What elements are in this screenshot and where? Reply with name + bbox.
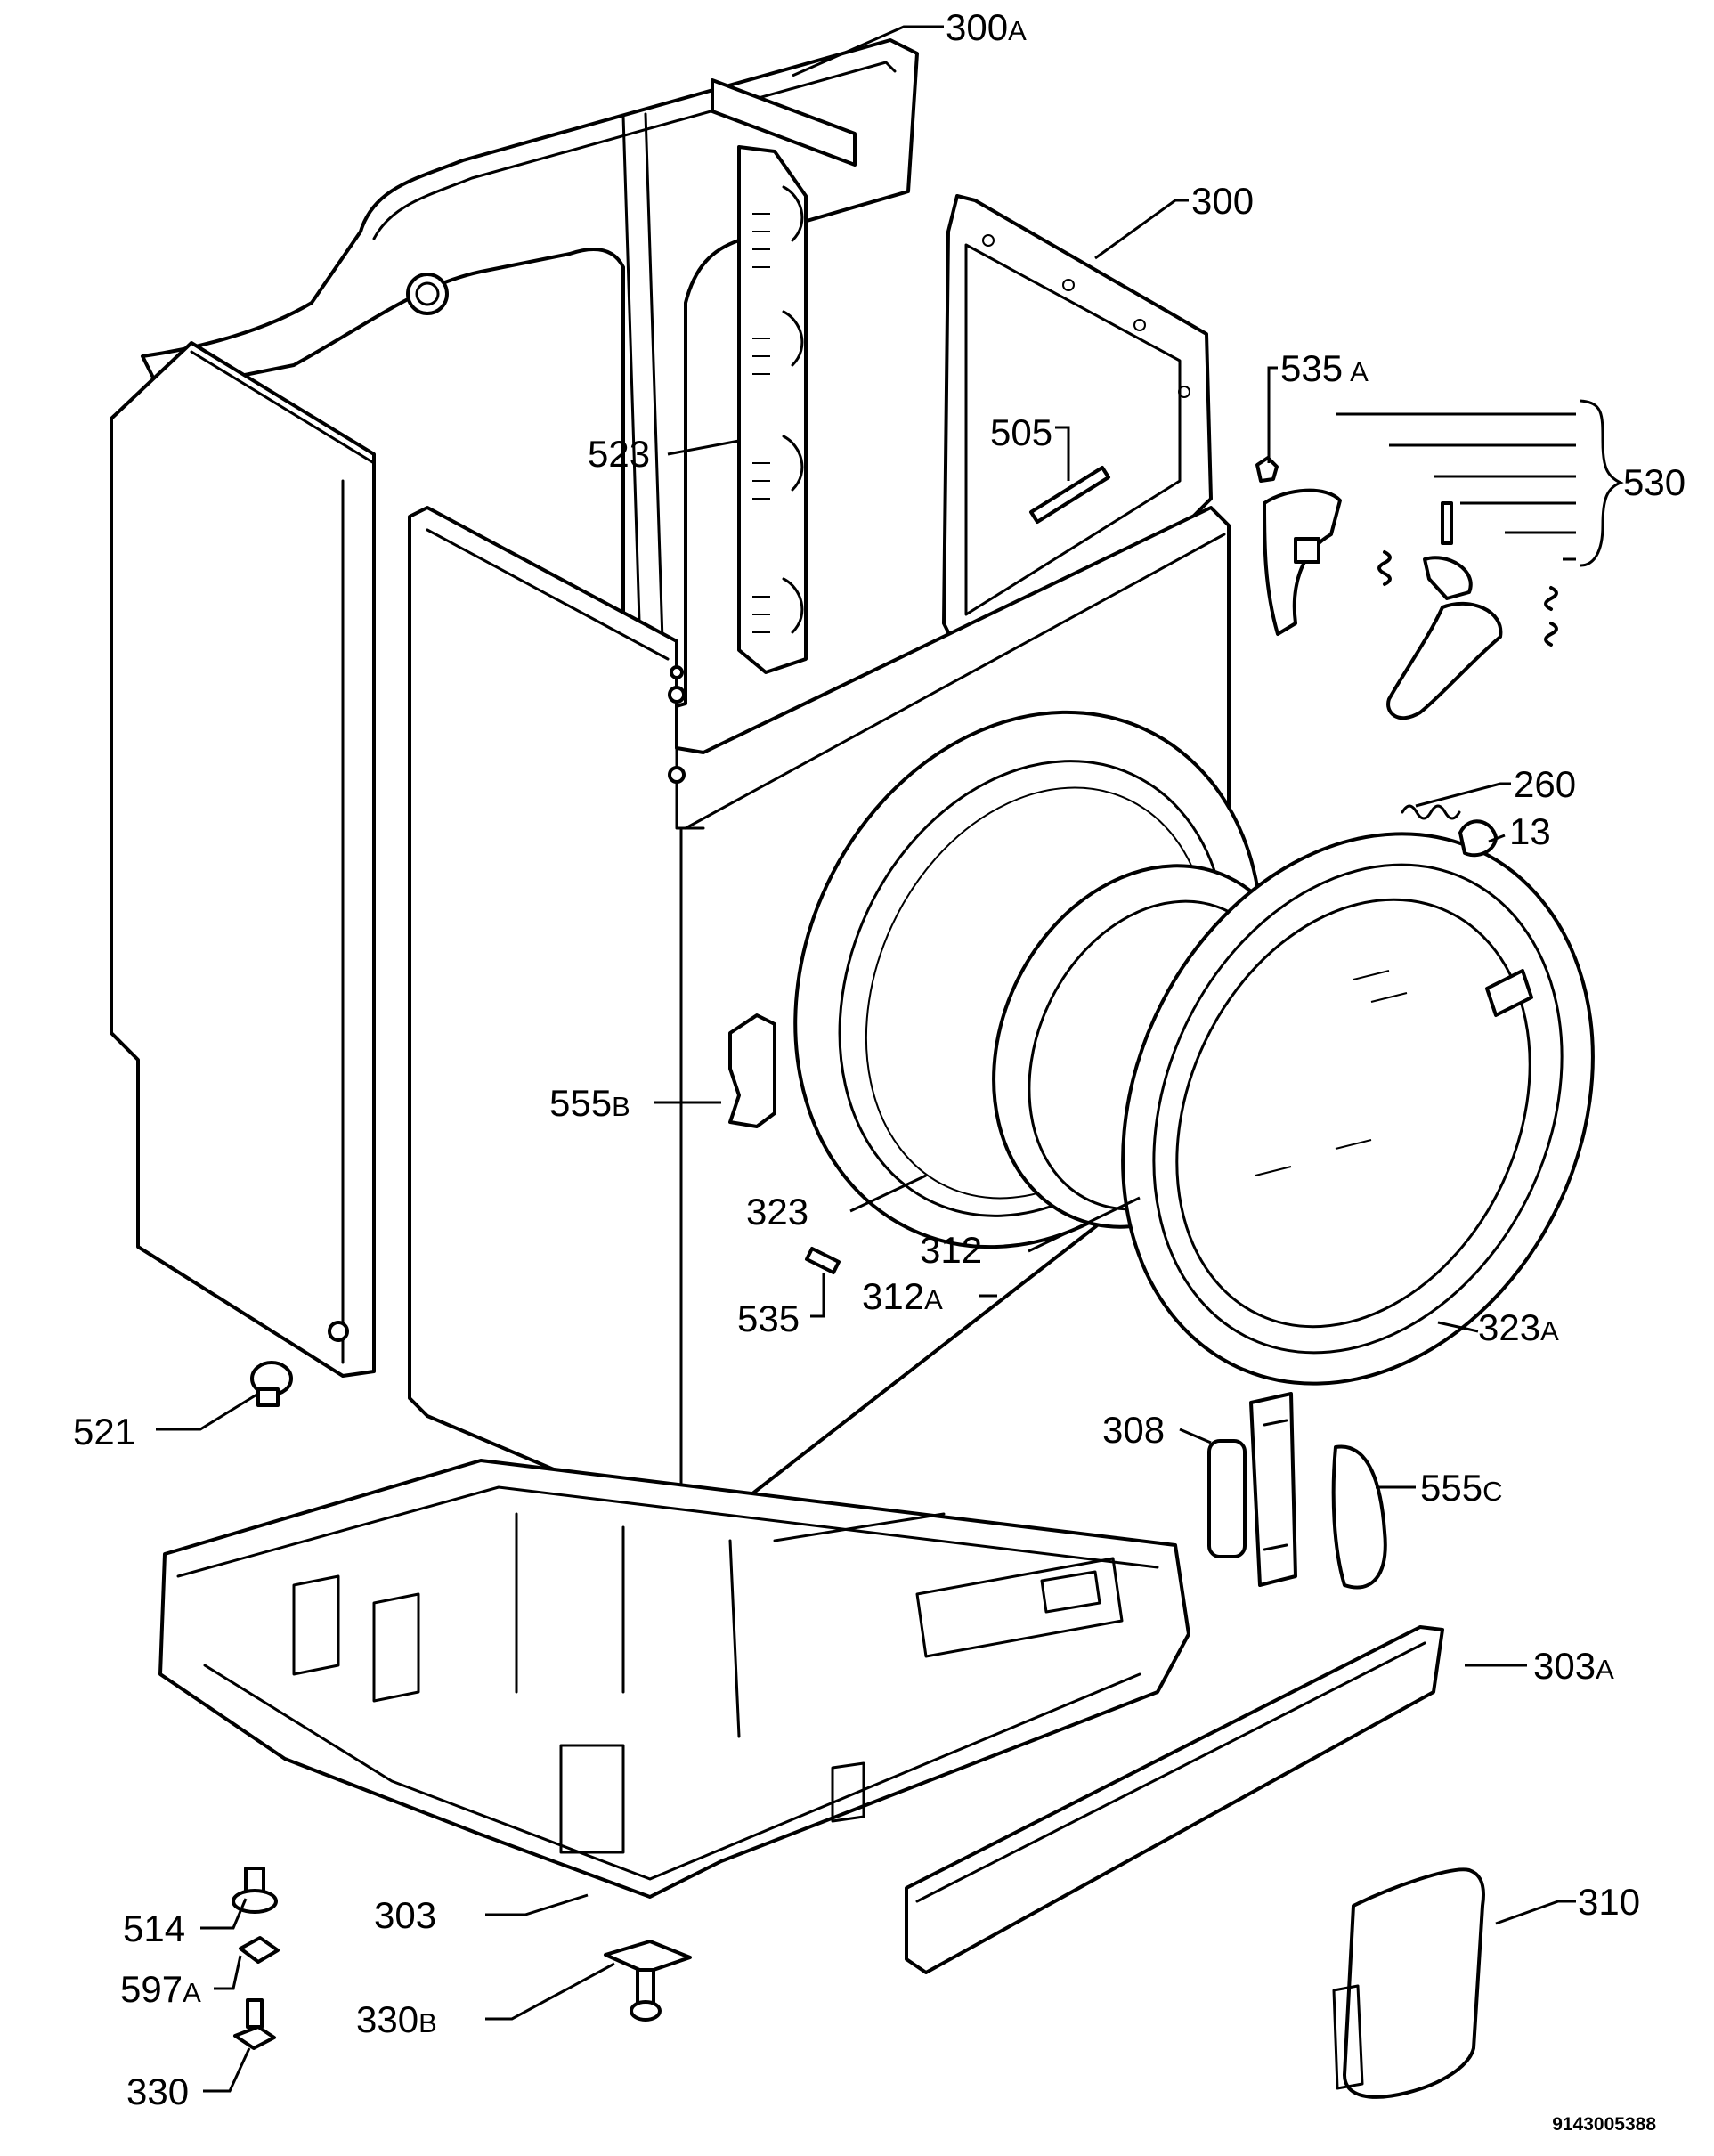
- part-530-door-handle: [1263, 488, 1558, 720]
- label-535: 535: [737, 1298, 800, 1339]
- label-312: 312: [920, 1229, 982, 1271]
- label-330b: 330B: [356, 1998, 437, 2040]
- part-523-rear-bracket: [737, 145, 808, 674]
- part-300a-top-frame: [141, 38, 919, 723]
- part-323a-door: [1121, 832, 1595, 1386]
- part-303-base-frame: [158, 1459, 1190, 1899]
- part-13-cap: [1458, 819, 1498, 858]
- label-330: 330: [126, 2071, 189, 2112]
- label-312a: 312A: [862, 1275, 943, 1317]
- part-330b-foot: [604, 1940, 692, 2022]
- document-id: 9143005388: [1552, 2114, 1656, 2135]
- part-330-foot: [233, 1998, 276, 2050]
- side-panel-left: [110, 341, 376, 1378]
- label-310: 310: [1578, 1881, 1640, 1923]
- part-308-door-hinge: [1207, 1392, 1297, 1587]
- leader-lines: [156, 25, 1624, 2093]
- part-505-pin: [1029, 466, 1110, 524]
- part-303a-plinth: [905, 1625, 1444, 1974]
- label-523: 523: [588, 433, 650, 475]
- part-535a-stop: [1255, 456, 1279, 483]
- part-535-pin: [805, 1247, 841, 1274]
- label-555b: 555B: [549, 1082, 630, 1124]
- label-323: 323: [746, 1191, 808, 1233]
- label-514: 514: [123, 1908, 185, 1949]
- part-597a-nut: [239, 1936, 280, 1964]
- label-300: 300: [1191, 180, 1254, 222]
- label-300a: 300A: [946, 6, 1027, 48]
- label-555c: 555C: [1420, 1467, 1502, 1509]
- part-310-service-flap: [1332, 1867, 1486, 2099]
- label-521: 521: [73, 1411, 135, 1452]
- label-303a: 303A: [1533, 1645, 1614, 1687]
- label-597a: 597A: [120, 1968, 201, 2010]
- part-260-spring: [1401, 804, 1461, 820]
- label-260: 260: [1514, 763, 1576, 805]
- label-505: 505: [990, 411, 1052, 453]
- label-13: 13: [1509, 810, 1551, 852]
- part-521-screw: [250, 1361, 293, 1407]
- part-555c-cover: [1331, 1444, 1387, 1590]
- label-323a: 323A: [1478, 1306, 1559, 1348]
- label-530: 530: [1623, 461, 1686, 503]
- label-308: 308: [1102, 1409, 1165, 1451]
- part-514-foot: [232, 1867, 278, 1914]
- label-303: 303: [374, 1894, 436, 1936]
